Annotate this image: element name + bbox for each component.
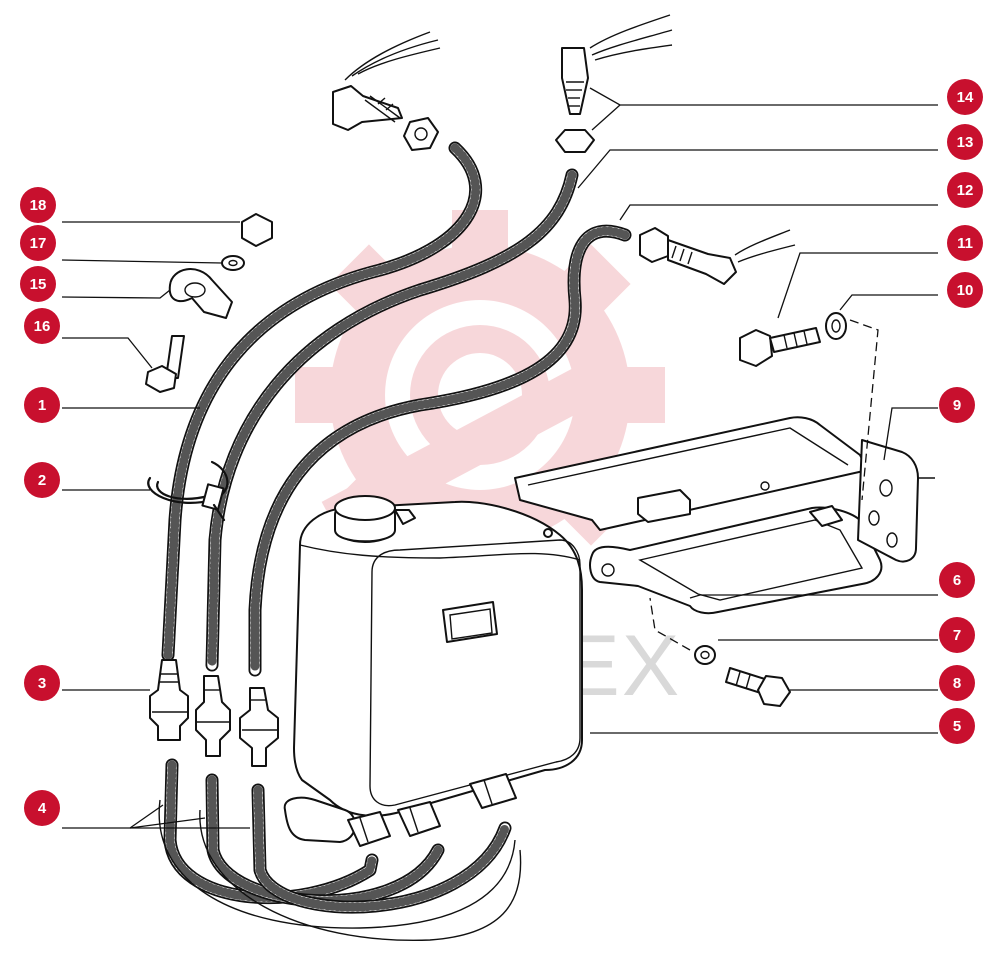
callout-16: 16 — [24, 308, 60, 344]
callout-17: 17 — [20, 225, 56, 261]
callout-3: 3 — [24, 665, 60, 701]
cable-strap — [147, 460, 229, 522]
callout-circle — [939, 708, 975, 744]
callout-5: 5 — [939, 708, 975, 744]
washer-reservoir — [283, 495, 583, 847]
callout-14: 14 — [947, 79, 983, 115]
callout-9: 9 — [939, 387, 975, 423]
callout-circle — [20, 187, 56, 223]
callout-13: 13 — [947, 124, 983, 160]
callout-label: 13 — [957, 134, 974, 151]
callout-label: 2 — [38, 472, 46, 489]
callout-circle — [24, 462, 60, 498]
callout-label: 11 — [957, 235, 973, 252]
callout-6: 6 — [939, 562, 975, 598]
callout-7: 7 — [939, 617, 975, 653]
callout-label: 15 — [30, 276, 47, 293]
callout-circle — [947, 79, 983, 115]
hose-set — [158, 141, 632, 941]
callout-label: 16 — [34, 318, 51, 335]
callout-12: 12 — [947, 172, 983, 208]
washer-nozzle-left — [332, 31, 441, 151]
callout-label: 6 — [953, 572, 961, 589]
washer-nozzle-center — [555, 14, 673, 153]
callout-circle — [939, 562, 975, 598]
callout-circle — [947, 172, 983, 208]
callout-15: 15 — [20, 266, 56, 302]
upper-bolt-and-washer — [739, 312, 879, 501]
callout-8: 8 — [939, 665, 975, 701]
callout-label: 9 — [953, 397, 961, 414]
mounting-bracket — [514, 416, 935, 615]
callout-circle — [24, 387, 60, 423]
callout-circle — [24, 665, 60, 701]
callout-circle — [24, 790, 60, 826]
callout-label: 5 — [953, 718, 961, 735]
callout-label: 1 — [38, 397, 46, 414]
check-valves — [149, 659, 279, 767]
callout-1: 1 — [24, 387, 60, 423]
callout-circle — [947, 272, 983, 308]
callout-circle — [947, 124, 983, 160]
leader-lines — [61, 87, 938, 829]
callout-circle — [939, 617, 975, 653]
callout-circle — [939, 387, 975, 423]
lower-bolt-and-washer — [649, 597, 791, 707]
callout-label: 7 — [953, 627, 961, 644]
callout-label: 10 — [957, 282, 974, 299]
callout-11: 11 — [947, 225, 983, 261]
reservoir-outlets — [283, 773, 517, 847]
callout-circle — [20, 266, 56, 302]
callout-circle — [24, 308, 60, 344]
hose-clip-parts — [145, 213, 273, 393]
callout-4: 4 — [24, 790, 60, 826]
callout-2: 2 — [24, 462, 60, 498]
callout-10: 10 — [947, 272, 983, 308]
callout-label: 14 — [957, 89, 974, 106]
callout-label: 17 — [30, 235, 47, 252]
callout-label: 3 — [38, 675, 46, 692]
callout-label: 12 — [957, 182, 974, 199]
callout-label: 18 — [30, 197, 47, 214]
callout-label: 4 — [38, 800, 47, 817]
callout-label: 8 — [953, 675, 961, 692]
callout-circle — [20, 225, 56, 261]
callout-18: 18 — [20, 187, 56, 223]
washer-nozzle-right — [639, 227, 796, 285]
watermark-gear-logo — [295, 210, 665, 580]
callout-circle — [939, 665, 975, 701]
callout-circle — [947, 225, 983, 261]
